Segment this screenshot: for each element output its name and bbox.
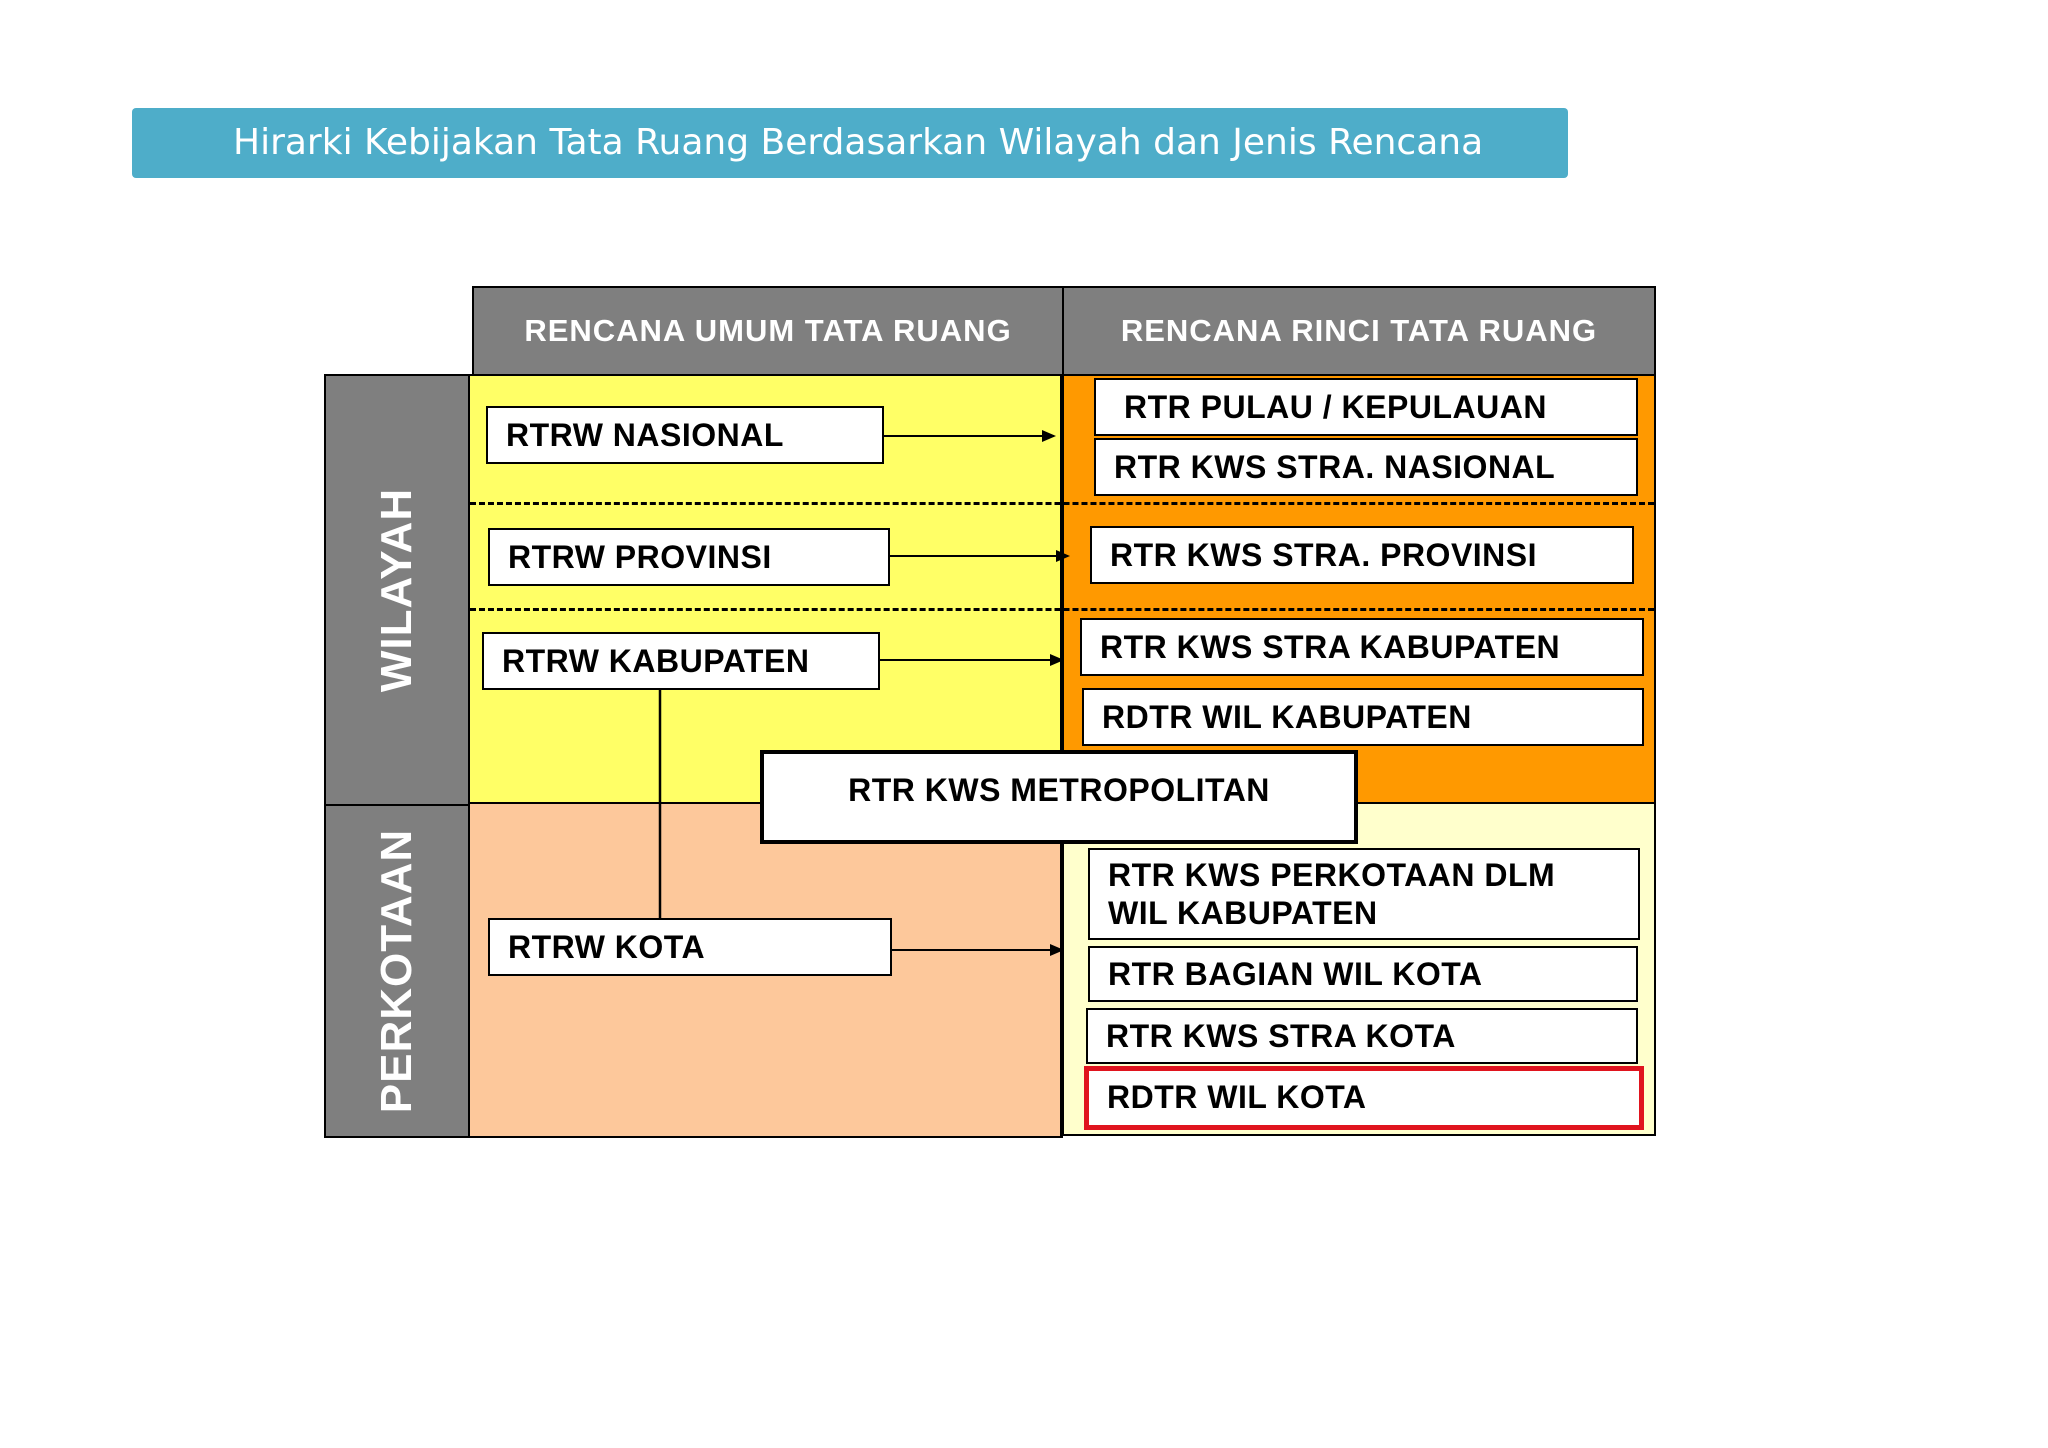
box-rtr-stra-nasional: RTR KWS STRA. NASIONAL (1094, 438, 1638, 496)
dashed-separator-1 (470, 502, 1654, 505)
box-rdtr-wil-kota: RDTR WIL KOTA (1084, 1066, 1644, 1130)
box-rtrw-provinsi: RTRW PROVINSI (488, 528, 890, 586)
box-rtr-pulau: RTR PULAU / KEPULAUAN (1094, 378, 1638, 436)
box-rtrw-nasional: RTRW NASIONAL (486, 406, 884, 464)
perkotaan-kab-line1: RTR KWS PERKOTAAN DLM (1108, 857, 1556, 893)
box-rtrw-kota: RTRW KOTA (488, 918, 892, 976)
box-rdtr-kabupaten: RDTR WIL KABUPATEN (1082, 688, 1644, 746)
box-rtr-bagian-wil-kota: RTR BAGIAN WIL KOTA (1088, 946, 1638, 1002)
box-rtr-perkotaan-kabupaten: RTR KWS PERKOTAAN DLM WIL KABUPATEN (1088, 848, 1640, 940)
box-rtr-kws-metropolitan: RTR KWS METROPOLITAN (760, 750, 1358, 844)
dashed-separator-2 (470, 608, 1654, 611)
side-perkotaan: PERKOTAAN (324, 804, 470, 1138)
box-rtr-stra-provinsi: RTR KWS STRA. PROVINSI (1090, 526, 1634, 584)
page-title: Hirarki Kebijakan Tata Ruang Berdasarkan… (132, 108, 1568, 178)
header-rencana-rinci: RENCANA RINCI TATA RUANG (1062, 286, 1656, 376)
box-rtr-stra-kota: RTR KWS STRA KOTA (1086, 1008, 1638, 1064)
header-rencana-umum: RENCANA UMUM TATA RUANG (472, 286, 1064, 376)
perkotaan-kab-line2: WIL KABUPATEN (1108, 895, 1378, 931)
box-rtrw-kabupaten: RTRW KABUPATEN (482, 632, 880, 690)
box-rtr-stra-kabupaten: RTR KWS STRA KABUPATEN (1080, 618, 1644, 676)
